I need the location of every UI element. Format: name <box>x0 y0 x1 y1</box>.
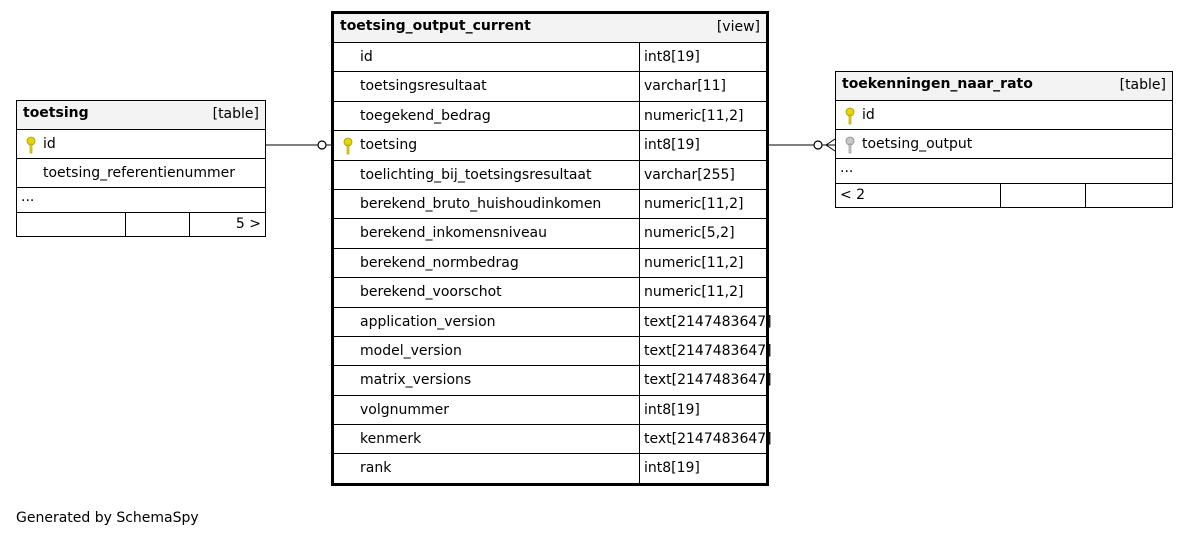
table-kind: [view] <box>716 19 760 35</box>
column-name: id <box>43 136 56 152</box>
column-row[interactable]: matrix_versions text[2147483647] <box>334 366 772 396</box>
column-type: varchar[11] <box>644 78 726 95</box>
column-row[interactable]: id int8[19] <box>334 43 766 73</box>
column-type: text[2147483647] <box>644 372 772 389</box>
primary-key-icon <box>845 107 855 125</box>
column-row[interactable]: toetsingsresultaat varchar[11] <box>334 72 766 102</box>
table-name: toetsing <box>23 105 89 121</box>
foreign-key-icon <box>845 136 855 154</box>
column-name: volgnummer <box>360 401 450 418</box>
column-name: berekend_inkomensniveau <box>360 225 548 242</box>
column-type: text[2147483647] <box>644 431 772 448</box>
table-kind: [table] <box>212 106 259 122</box>
column-row[interactable]: berekend_inkomensniveau numeric[5,2] <box>334 219 766 249</box>
column-name: toetsing_referentienummer <box>43 165 236 181</box>
column-row[interactable]: toegekend_bedrag numeric[11,2] <box>334 101 766 132</box>
column-type: numeric[11,2] <box>644 195 744 212</box>
column-row[interactable]: toetsing_output <box>836 130 1172 159</box>
primary-key-icon <box>343 137 353 155</box>
column-type: varchar[255] <box>644 166 735 183</box>
column-type: int8[19] <box>644 401 700 418</box>
column-row[interactable]: id <box>836 101 1172 130</box>
column-row[interactable]: toetsing int8[19] <box>334 131 766 161</box>
column-name: toetsing_output <box>862 136 973 152</box>
column-row[interactable]: toelichting_bij_toetsingsresultaat varcha… <box>334 160 766 190</box>
column-name: berekend_normbedrag <box>360 254 519 271</box>
column-row[interactable]: kenmerk text[2147483647] <box>334 425 772 455</box>
generator-credit: Generated by SchemaSpy <box>16 510 199 526</box>
column-row[interactable]: application_version text[2147483647] <box>334 307 772 337</box>
primary-key-icon <box>26 136 36 154</box>
table-kind: [table] <box>1119 77 1166 93</box>
column-type: int8[19] <box>644 137 700 154</box>
relation-view-to-toekenningen <box>768 138 836 152</box>
column-row[interactable]: berekend_normbedrag numeric[11,2] <box>334 248 766 279</box>
table-name: toekenningen_naar_rato <box>842 76 1033 92</box>
column-type: text[2147483647] <box>644 342 772 359</box>
column-name: toetsing <box>360 137 418 154</box>
column-name: berekend_voorschot <box>360 284 502 301</box>
table-toekenningen-naar-rato[interactable]: toekenningen_naar_rato [table] id toetsi… <box>835 71 1173 208</box>
children-count: 5 > <box>235 216 261 232</box>
column-name: rank <box>360 460 392 477</box>
column-name: matrix_versions <box>360 372 472 389</box>
column-name: id <box>862 107 875 123</box>
column-name: berekend_bruto_huishoudinkomen <box>360 195 602 212</box>
column-type: numeric[5,2] <box>644 225 735 242</box>
table-header: toetsing_output_current [view] <box>334 14 766 43</box>
more-columns: ... <box>17 188 265 213</box>
view-toetsing-output-current[interactable]: toetsing_output_current [view] id int8[19… <box>331 11 772 486</box>
column-type: numeric[11,2] <box>644 284 744 301</box>
column-row[interactable]: rank int8[19] <box>334 454 766 484</box>
column-type: numeric[11,2] <box>644 107 744 124</box>
column-name: toetsingsresultaat <box>360 78 487 95</box>
column-name: toegekend_bedrag <box>360 107 491 124</box>
table-name: toetsing_output_current <box>340 18 531 34</box>
column-type: numeric[11,2] <box>644 254 744 271</box>
table-footer: 5 > <box>17 213 265 236</box>
column-row[interactable]: volgnummer int8[19] <box>334 395 766 426</box>
table-header: toetsing [table] <box>17 101 265 130</box>
column-row[interactable]: model_version text[2147483647] <box>334 336 772 367</box>
column-row[interactable]: id <box>17 130 265 159</box>
column-row[interactable]: berekend_bruto_huishoudinkomen numeric[11… <box>334 189 766 220</box>
table-footer: < 2 <box>836 184 1172 207</box>
column-row[interactable]: berekend_voorschot numeric[11,2] <box>334 278 766 308</box>
column-name: id <box>360 49 373 65</box>
relation-toetsing-to-view <box>266 140 333 150</box>
column-name: application_version <box>360 313 496 330</box>
parents-count: < 2 <box>840 187 866 203</box>
column-type: int8[19] <box>644 460 700 477</box>
column-type: text[2147483647] <box>644 313 772 330</box>
table-header: toekenningen_naar_rato [table] <box>836 72 1172 101</box>
column-name: kenmerk <box>360 431 422 448</box>
more-columns: ... <box>836 159 1172 184</box>
column-type: int8[19] <box>644 49 700 65</box>
column-row[interactable]: toetsing_referentienummer <box>17 159 265 188</box>
column-name: toelichting_bij_toetsingsresultaat <box>360 166 592 183</box>
column-name: model_version <box>360 342 462 359</box>
table-toetsing[interactable]: toetsing [table] id toetsing_referentien… <box>16 100 266 237</box>
